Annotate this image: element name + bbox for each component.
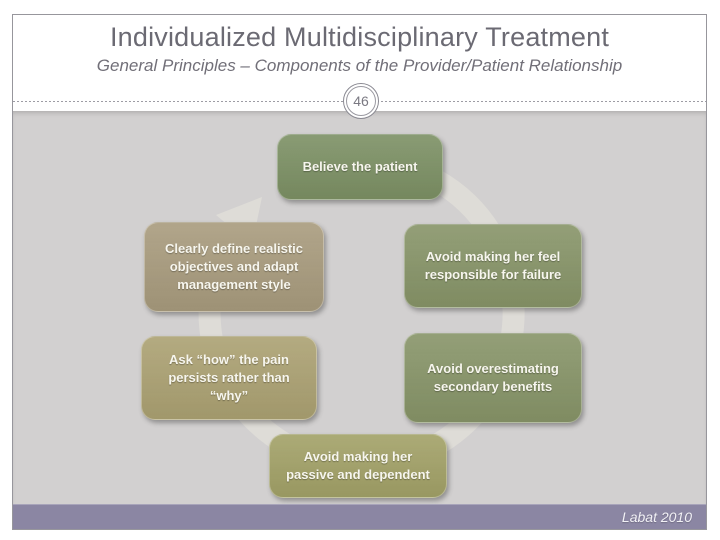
cycle-box-label: Clearly define realistic objectives and …	[164, 240, 303, 293]
slide-subtitle: General Principles – Components of the P…	[96, 56, 623, 75]
cycle-box-label: Believe the patient	[302, 158, 418, 174]
slide-frame: Individualized Multidisciplinary Treatme…	[12, 14, 707, 530]
footer-citation: Labat 2010	[621, 508, 692, 525]
cycle-box-label: Avoid making her passive and dependent	[286, 448, 430, 482]
page-number-text: 46	[346, 86, 376, 116]
cycle-box-label: Ask “how” the pain persists rather than …	[168, 351, 290, 404]
cycle-box-passive-dependent: Avoid making her passive and dependent	[269, 434, 447, 498]
cycle-box-ask-how-pain-persists: Ask “how” the pain persists rather than …	[141, 336, 317, 420]
footer-bar: Labat 2010	[13, 504, 706, 529]
cycle-box-believe-patient: Believe the patient	[277, 134, 443, 200]
cycle-box-define-objectives: Clearly define realistic objectives and …	[144, 222, 324, 312]
cycle-box-responsible-for-failure: Avoid making her feel responsible for fa…	[404, 224, 582, 308]
page-number-badge: 46	[343, 83, 379, 119]
slide-title: Individualized Multidisciplinary Treatme…	[109, 22, 610, 52]
cycle-box-label: Avoid making her feel responsible for fa…	[424, 248, 562, 282]
cycle-box-label: Avoid overestimating secondary benefits	[427, 360, 559, 394]
cycle-box-secondary-benefits: Avoid overestimating secondary benefits	[404, 333, 582, 423]
